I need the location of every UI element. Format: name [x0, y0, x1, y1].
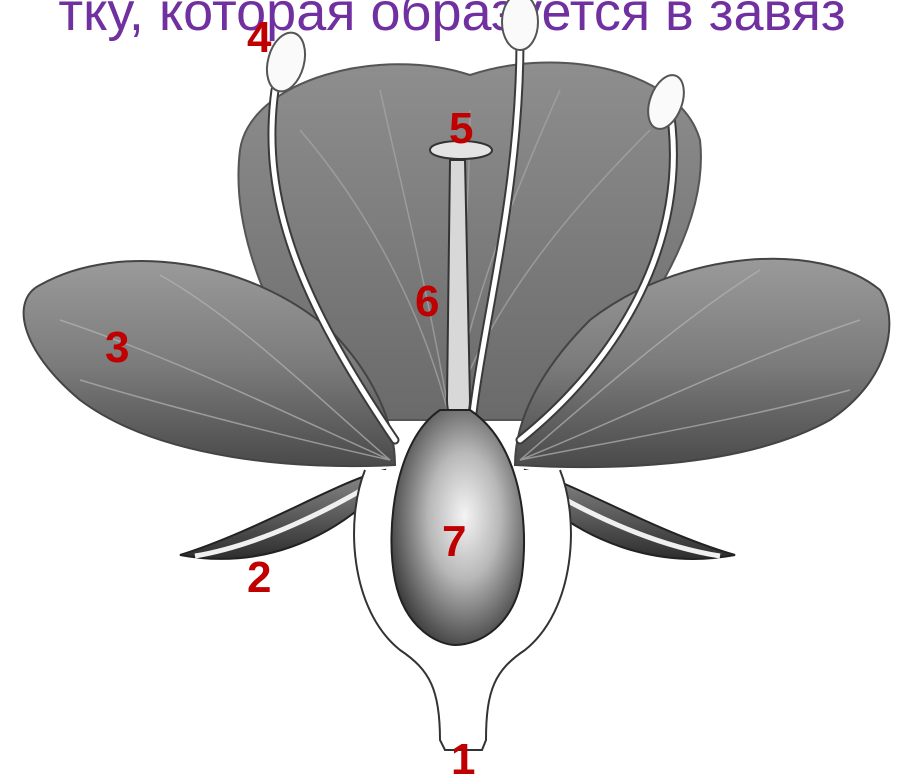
label-5: 5: [449, 107, 473, 151]
label-1: 1: [451, 738, 475, 782]
label-3: 3: [105, 326, 129, 370]
label-4: 4: [247, 16, 271, 60]
label-7: 7: [442, 520, 466, 564]
label-2: 2: [247, 556, 271, 600]
style: [447, 160, 470, 423]
label-6: 6: [415, 280, 439, 324]
